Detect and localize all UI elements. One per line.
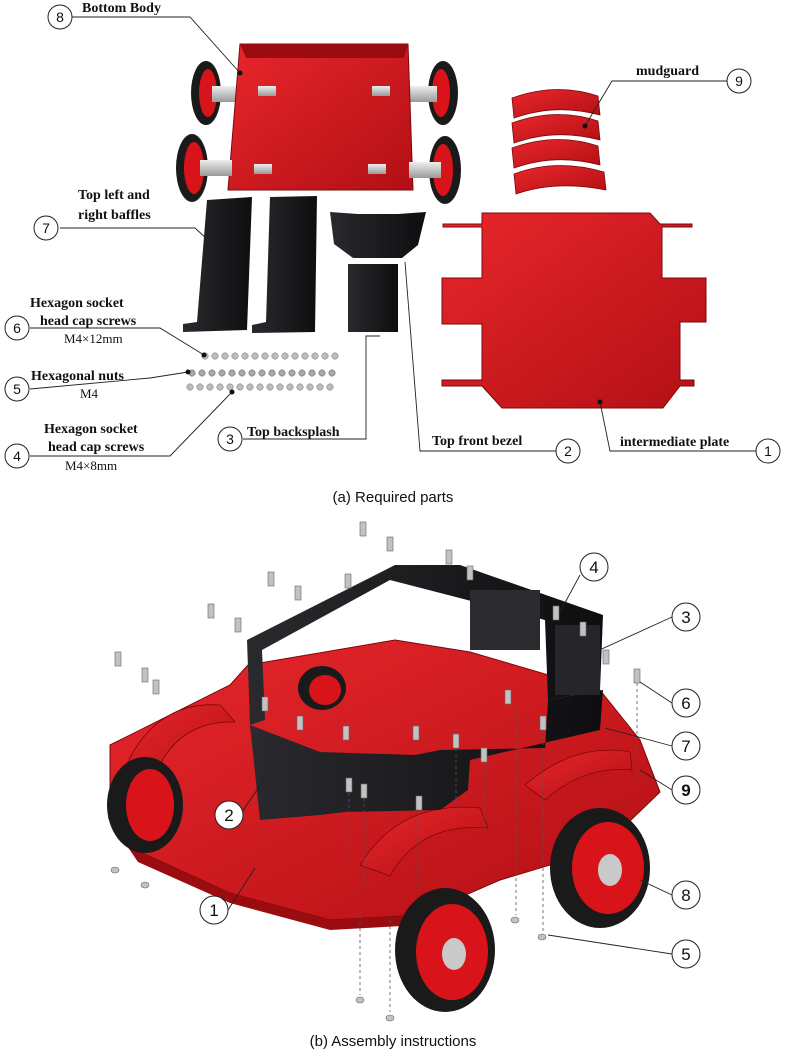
callout-circle: 5: [4, 376, 30, 402]
panel-required-parts: 8 9 7 6 5 4 3 2: [4, 1, 781, 506]
callout-number: 8: [56, 9, 64, 25]
wheel-front-left: [176, 134, 232, 202]
label-nuts-spec: M4: [80, 386, 99, 401]
leader-dots-a: [185, 70, 603, 405]
label-baffles-line1: Top left and: [78, 188, 150, 203]
callout-circle: 9: [726, 68, 752, 94]
callout-circle: 3: [217, 426, 243, 452]
caption-a: (a) Required parts: [333, 489, 454, 506]
label-screws8-line2: head cap screws: [48, 440, 145, 455]
callout-circle: 4: [4, 443, 30, 469]
callout-circle: 8: [671, 880, 701, 910]
bottom-body-part: [176, 43, 461, 204]
callout-circle: 6: [671, 688, 701, 718]
intermediate-plate-part: [441, 212, 707, 409]
callout-number: 4: [13, 448, 21, 464]
callout-number: 3: [681, 608, 690, 627]
callout-circle: 2: [214, 800, 244, 830]
label-screws12-line1: Hexagon socket: [30, 296, 124, 311]
callout-number: 8: [681, 886, 690, 905]
top-left-right-baffles-part: [183, 196, 317, 333]
callout-number: 2: [564, 443, 572, 459]
callout-circle: 7: [33, 215, 59, 241]
wheel-front-right: [409, 136, 461, 204]
label-baffles-line2: right baffles: [78, 208, 151, 223]
callout-number: 1: [764, 443, 772, 459]
callout-number: 3: [226, 431, 234, 447]
leader-lines-b: [227, 574, 673, 955]
callout-circle: 1: [199, 895, 229, 925]
callout-circle: 1: [755, 438, 781, 464]
label-nuts: Hexagonal nuts: [31, 369, 125, 384]
callout-number: 9: [681, 781, 690, 800]
callout-number: 6: [13, 320, 21, 336]
callout-circle: 5: [671, 939, 701, 969]
callout-number: 5: [13, 381, 21, 397]
caption-b: (b) Assembly instructions: [310, 1033, 477, 1050]
top-backsplash-part: [348, 264, 398, 332]
leader-lines-a: [29, 16, 756, 457]
assembly-guide-lines: [348, 683, 638, 1012]
callout-circle: 4: [579, 552, 609, 582]
callout-circle: 3: [671, 602, 701, 632]
callout-number: 9: [735, 73, 743, 89]
callout-circle: 6: [4, 315, 30, 341]
top-front-bezel-part: [330, 212, 426, 258]
callout-number: 5: [681, 945, 690, 964]
label-mudguard: mudguard: [636, 64, 699, 79]
callout-circle: 7: [671, 731, 701, 761]
callout-number: 7: [42, 220, 50, 236]
label-screws8-line1: Hexagon socket: [44, 422, 138, 437]
screws-m4x8: [186, 383, 334, 391]
hexagonal-nuts-m4: [188, 369, 336, 377]
callout-number: 6: [681, 694, 690, 713]
panel-assembly-instructions: 4 3 6 7 9 2 8 1: [107, 521, 701, 1050]
wheel-rear-right: [405, 61, 458, 125]
label-intermediate-plate: intermediate plate: [620, 435, 729, 450]
callout-circle: 2: [555, 438, 581, 464]
screws-m4x12: [201, 352, 339, 360]
wheel-rear-right-assembled: [550, 808, 650, 928]
label-screws12-line2: head cap screws: [40, 314, 137, 329]
callout-number: 7: [681, 737, 690, 756]
callout-circle: 9: [671, 775, 701, 805]
wheel-front-left-assembled: [107, 757, 183, 853]
mudguard-parts: [511, 89, 607, 195]
label-bottom-body: Bottom Body: [82, 1, 161, 16]
wheel-rear-left-assembled: [298, 666, 346, 710]
wheel-front-center-assembled: [395, 888, 495, 1012]
assembled-baffle-frame: [247, 565, 603, 820]
label-top-front-bezel: Top front bezel: [432, 434, 522, 449]
label-screws8-spec: M4×8mm: [65, 458, 117, 473]
callout-circle: 8: [47, 4, 73, 30]
label-top-backsplash: Top backsplash: [247, 425, 340, 440]
label-screws12-spec: M4×12mm: [64, 331, 123, 346]
callout-number: 1: [209, 901, 218, 920]
callout-number: 4: [589, 558, 598, 577]
assembly-screws: [110, 521, 641, 1022]
callout-number: 2: [224, 806, 233, 825]
